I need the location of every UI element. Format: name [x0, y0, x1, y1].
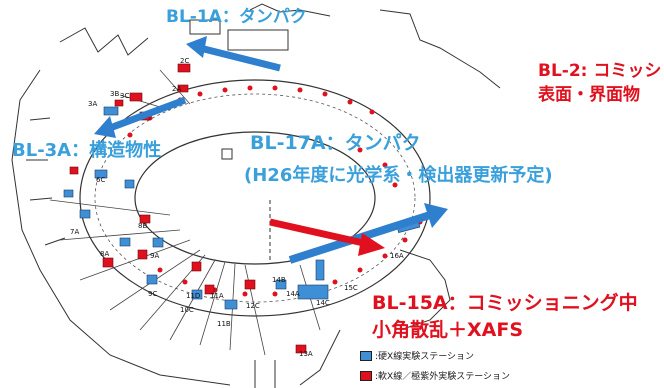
svg-text:9C: 9C [148, 290, 157, 298]
svg-text:3C: 3C [120, 92, 129, 100]
stations-soft-xray [69, 63, 307, 354]
bl15a-label-line1: BL-15A：コミッショニング中 [372, 292, 638, 314]
svg-text:9A: 9A [150, 252, 159, 260]
bl17a-label-line1: BL-17A：タンパク [250, 132, 421, 154]
svg-text:12C: 12C [246, 302, 260, 310]
bl17a-arrow [288, 203, 448, 264]
svg-text:14A: 14A [286, 290, 300, 298]
bl15a-label-line2: 小角散乱＋XAFS [372, 319, 524, 341]
svg-text:13A: 13A [299, 350, 313, 358]
bl1a-arrow [186, 36, 281, 72]
legend-swatch-hard-xray [360, 350, 372, 361]
bl1a-label: BL-1A：タンパク [166, 7, 307, 27]
svg-text:11A: 11A [210, 292, 224, 300]
small-square-marker [221, 148, 233, 160]
storage-ring [79, 79, 431, 317]
ring-magnets [127, 85, 423, 297]
bl2-label-line2: 表面・界面物 [538, 85, 640, 105]
legend-label-soft-xray: :軟X線／極紫外実験ステーション [375, 372, 511, 382]
svg-text:2A: 2A [172, 85, 181, 93]
svg-text:14B: 14B [272, 276, 286, 284]
svg-text:6C: 6C [96, 176, 105, 184]
legend-swatch-soft-xray [360, 370, 372, 381]
svg-text:7A: 7A [70, 228, 79, 236]
svg-text:11D: 11D [186, 292, 200, 300]
svg-text:3B: 3B [110, 90, 119, 98]
svg-text:3A: 3A [88, 100, 97, 108]
bl3a-arrow [94, 96, 187, 138]
legend-item-hard-xray: :硬X線実験ステーション [360, 349, 474, 362]
svg-text:15C: 15C [344, 284, 358, 292]
svg-text:8B: 8B [138, 222, 147, 230]
legend-label-hard-xray: :硬X線実験ステーション [375, 352, 475, 362]
bl15a-arrow [269, 218, 385, 256]
bl3a-label: BL-3A：構造物性 [12, 140, 162, 161]
legend-item-soft-xray: :軟X線／極紫外実験ステーション [360, 369, 510, 382]
svg-text:10C: 10C [180, 306, 194, 314]
hall-outline [11, 3, 501, 388]
svg-text:14C: 14C [316, 299, 330, 307]
svg-text:11B: 11B [217, 320, 231, 328]
bl17a-label-line2: (H26年度に光学系・検出器更新予定) [244, 165, 553, 186]
svg-text:8A: 8A [100, 250, 109, 258]
bl2-label-line1: BL-2: コミッシ [538, 61, 662, 81]
svg-text:2C: 2C [180, 57, 189, 65]
svg-text:16A: 16A [390, 252, 404, 260]
